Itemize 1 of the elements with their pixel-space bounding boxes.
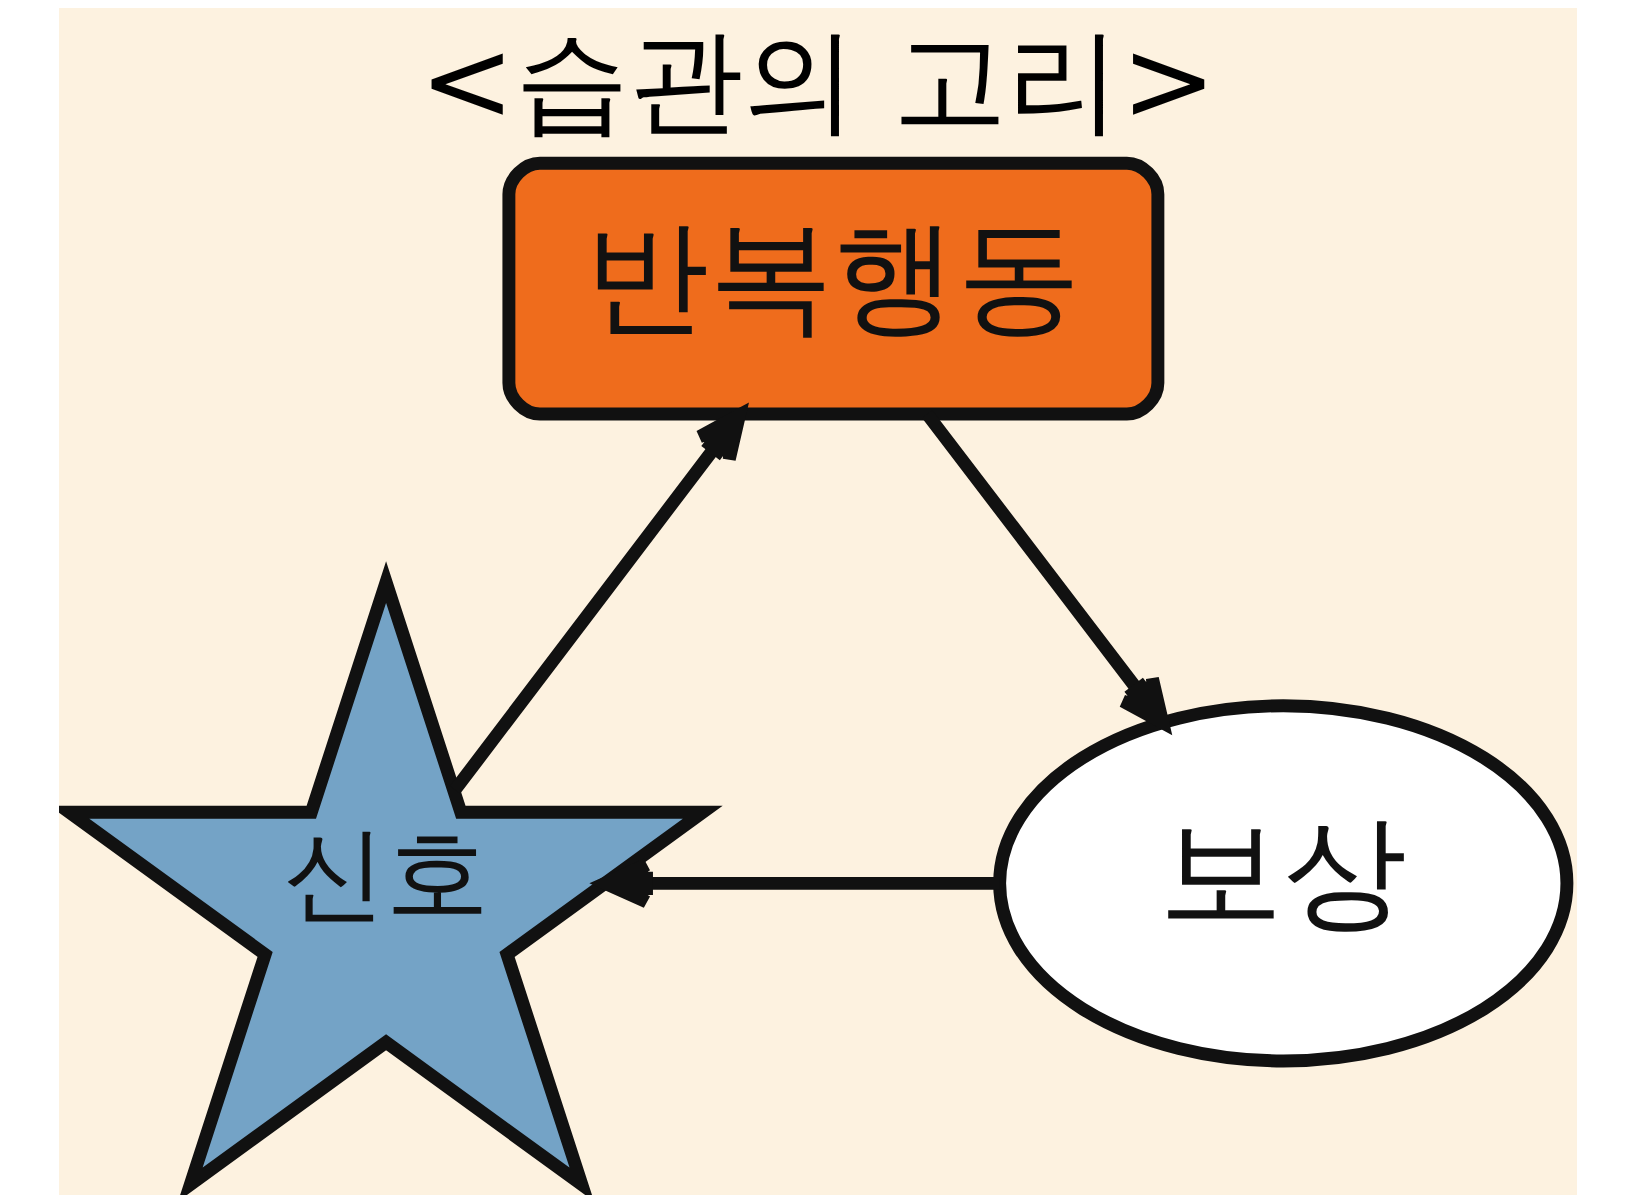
diagram-title: <습관의 고리> xyxy=(419,13,1216,147)
